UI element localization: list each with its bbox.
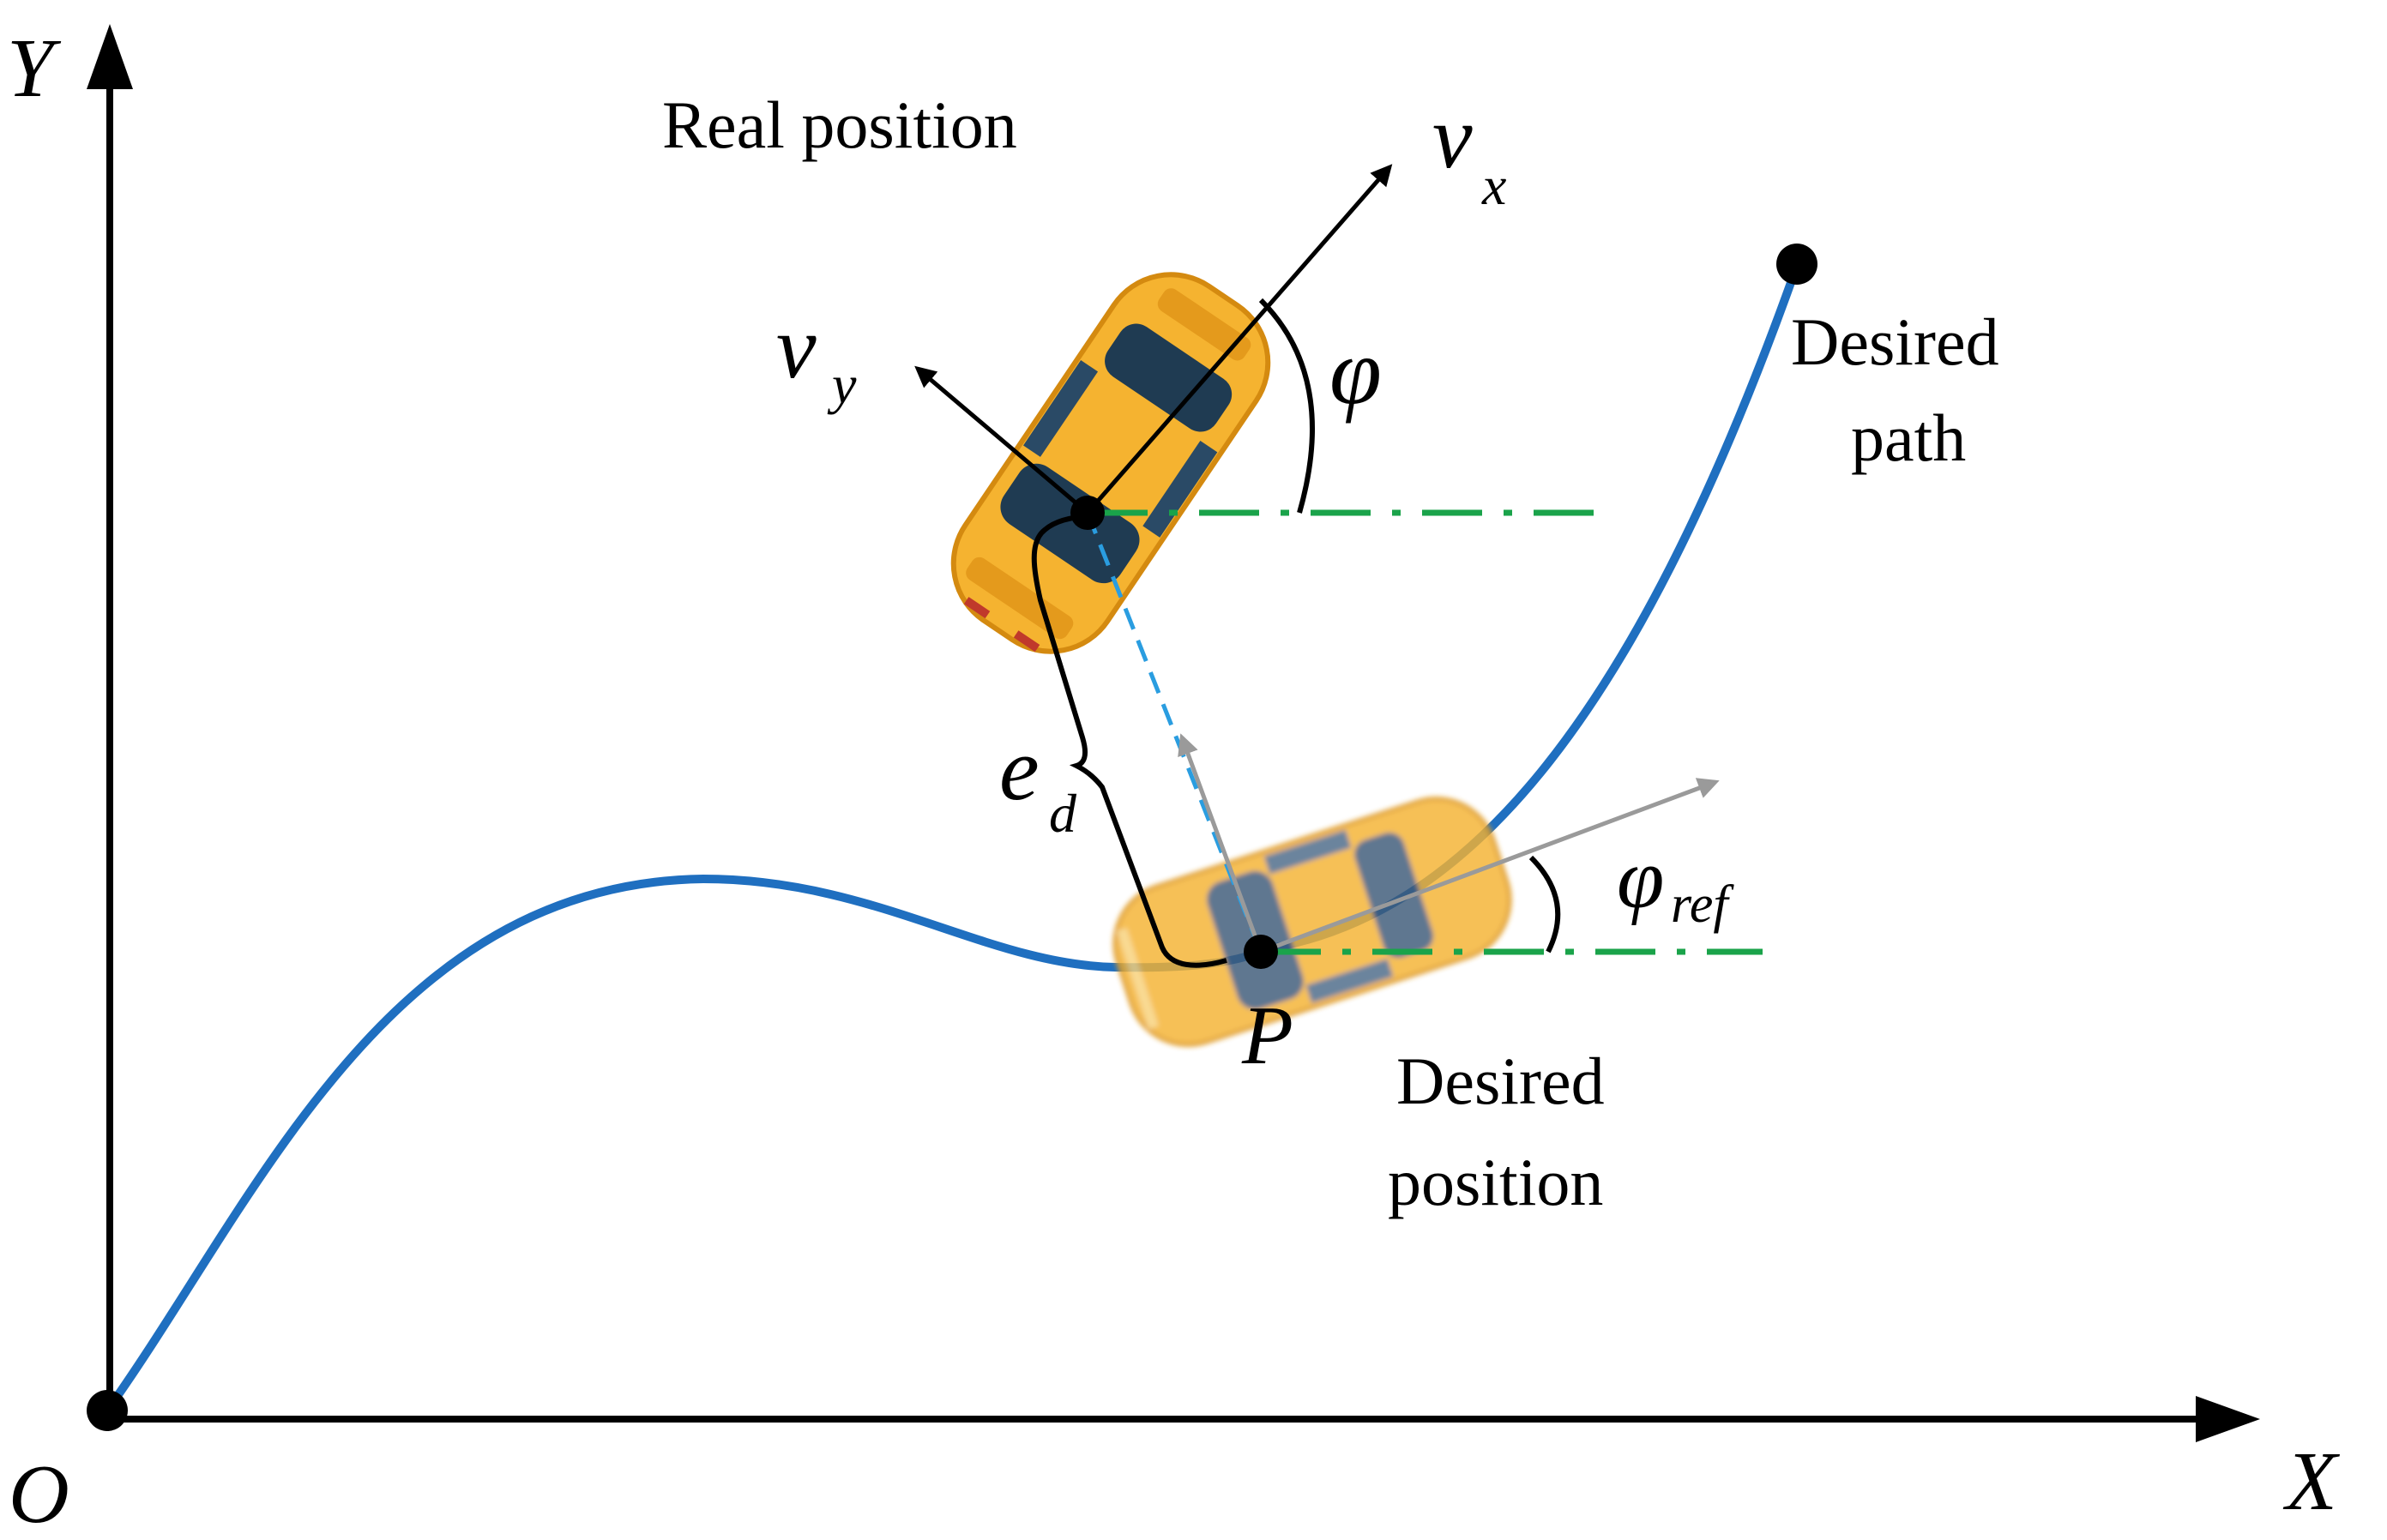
axes [87, 24, 2260, 1442]
phi-ref-angle-arc [1528, 855, 1561, 953]
vy-label: v [776, 297, 817, 397]
phi-label: φ [1329, 319, 1382, 424]
y-axis-label: Y [7, 22, 62, 115]
desired-position-car [1112, 796, 1512, 1048]
lateral-error-brace [1031, 514, 1227, 968]
ed-subscript: d [1049, 783, 1077, 844]
y-axis-arrowhead [87, 24, 133, 89]
path-end-point [1776, 244, 1817, 285]
point-p-label: P [1241, 990, 1293, 1082]
vx-label: v [1432, 87, 1473, 187]
vx-subscript: x [1481, 155, 1506, 216]
desired-position-label-line1: Desired [1396, 1044, 1605, 1118]
real-position-label: Real position [662, 87, 1017, 162]
vy-arrow [914, 365, 1089, 514]
desired-path-curve [103, 262, 1801, 1415]
real-position-point [1070, 496, 1105, 530]
desired-position-point-p [1244, 935, 1278, 969]
desired-normal-arrow [1178, 733, 1263, 953]
reference-lines [1088, 509, 1763, 955]
real-position-car [950, 272, 1271, 654]
phi-ref-subscript: ref [1671, 875, 1734, 934]
vx-arrow [1086, 164, 1393, 514]
vy-subscript: y [827, 354, 857, 415]
desired-heading-arrow [1260, 778, 1720, 954]
origin-point [87, 1390, 128, 1431]
desired-path-label-line1: Desired [1791, 304, 1999, 379]
phi-ref-label: φ [1617, 831, 1664, 926]
desired-path-label-line2: path [1851, 400, 1966, 475]
origin-label: O [9, 1448, 69, 1540]
x-axis-label: X [2282, 1435, 2341, 1528]
phi-angle-arc [1258, 298, 1315, 514]
ed-label: e [999, 719, 1040, 819]
desired-position-label-line2: position [1388, 1145, 1603, 1219]
x-axis-arrowhead [2196, 1396, 2260, 1442]
